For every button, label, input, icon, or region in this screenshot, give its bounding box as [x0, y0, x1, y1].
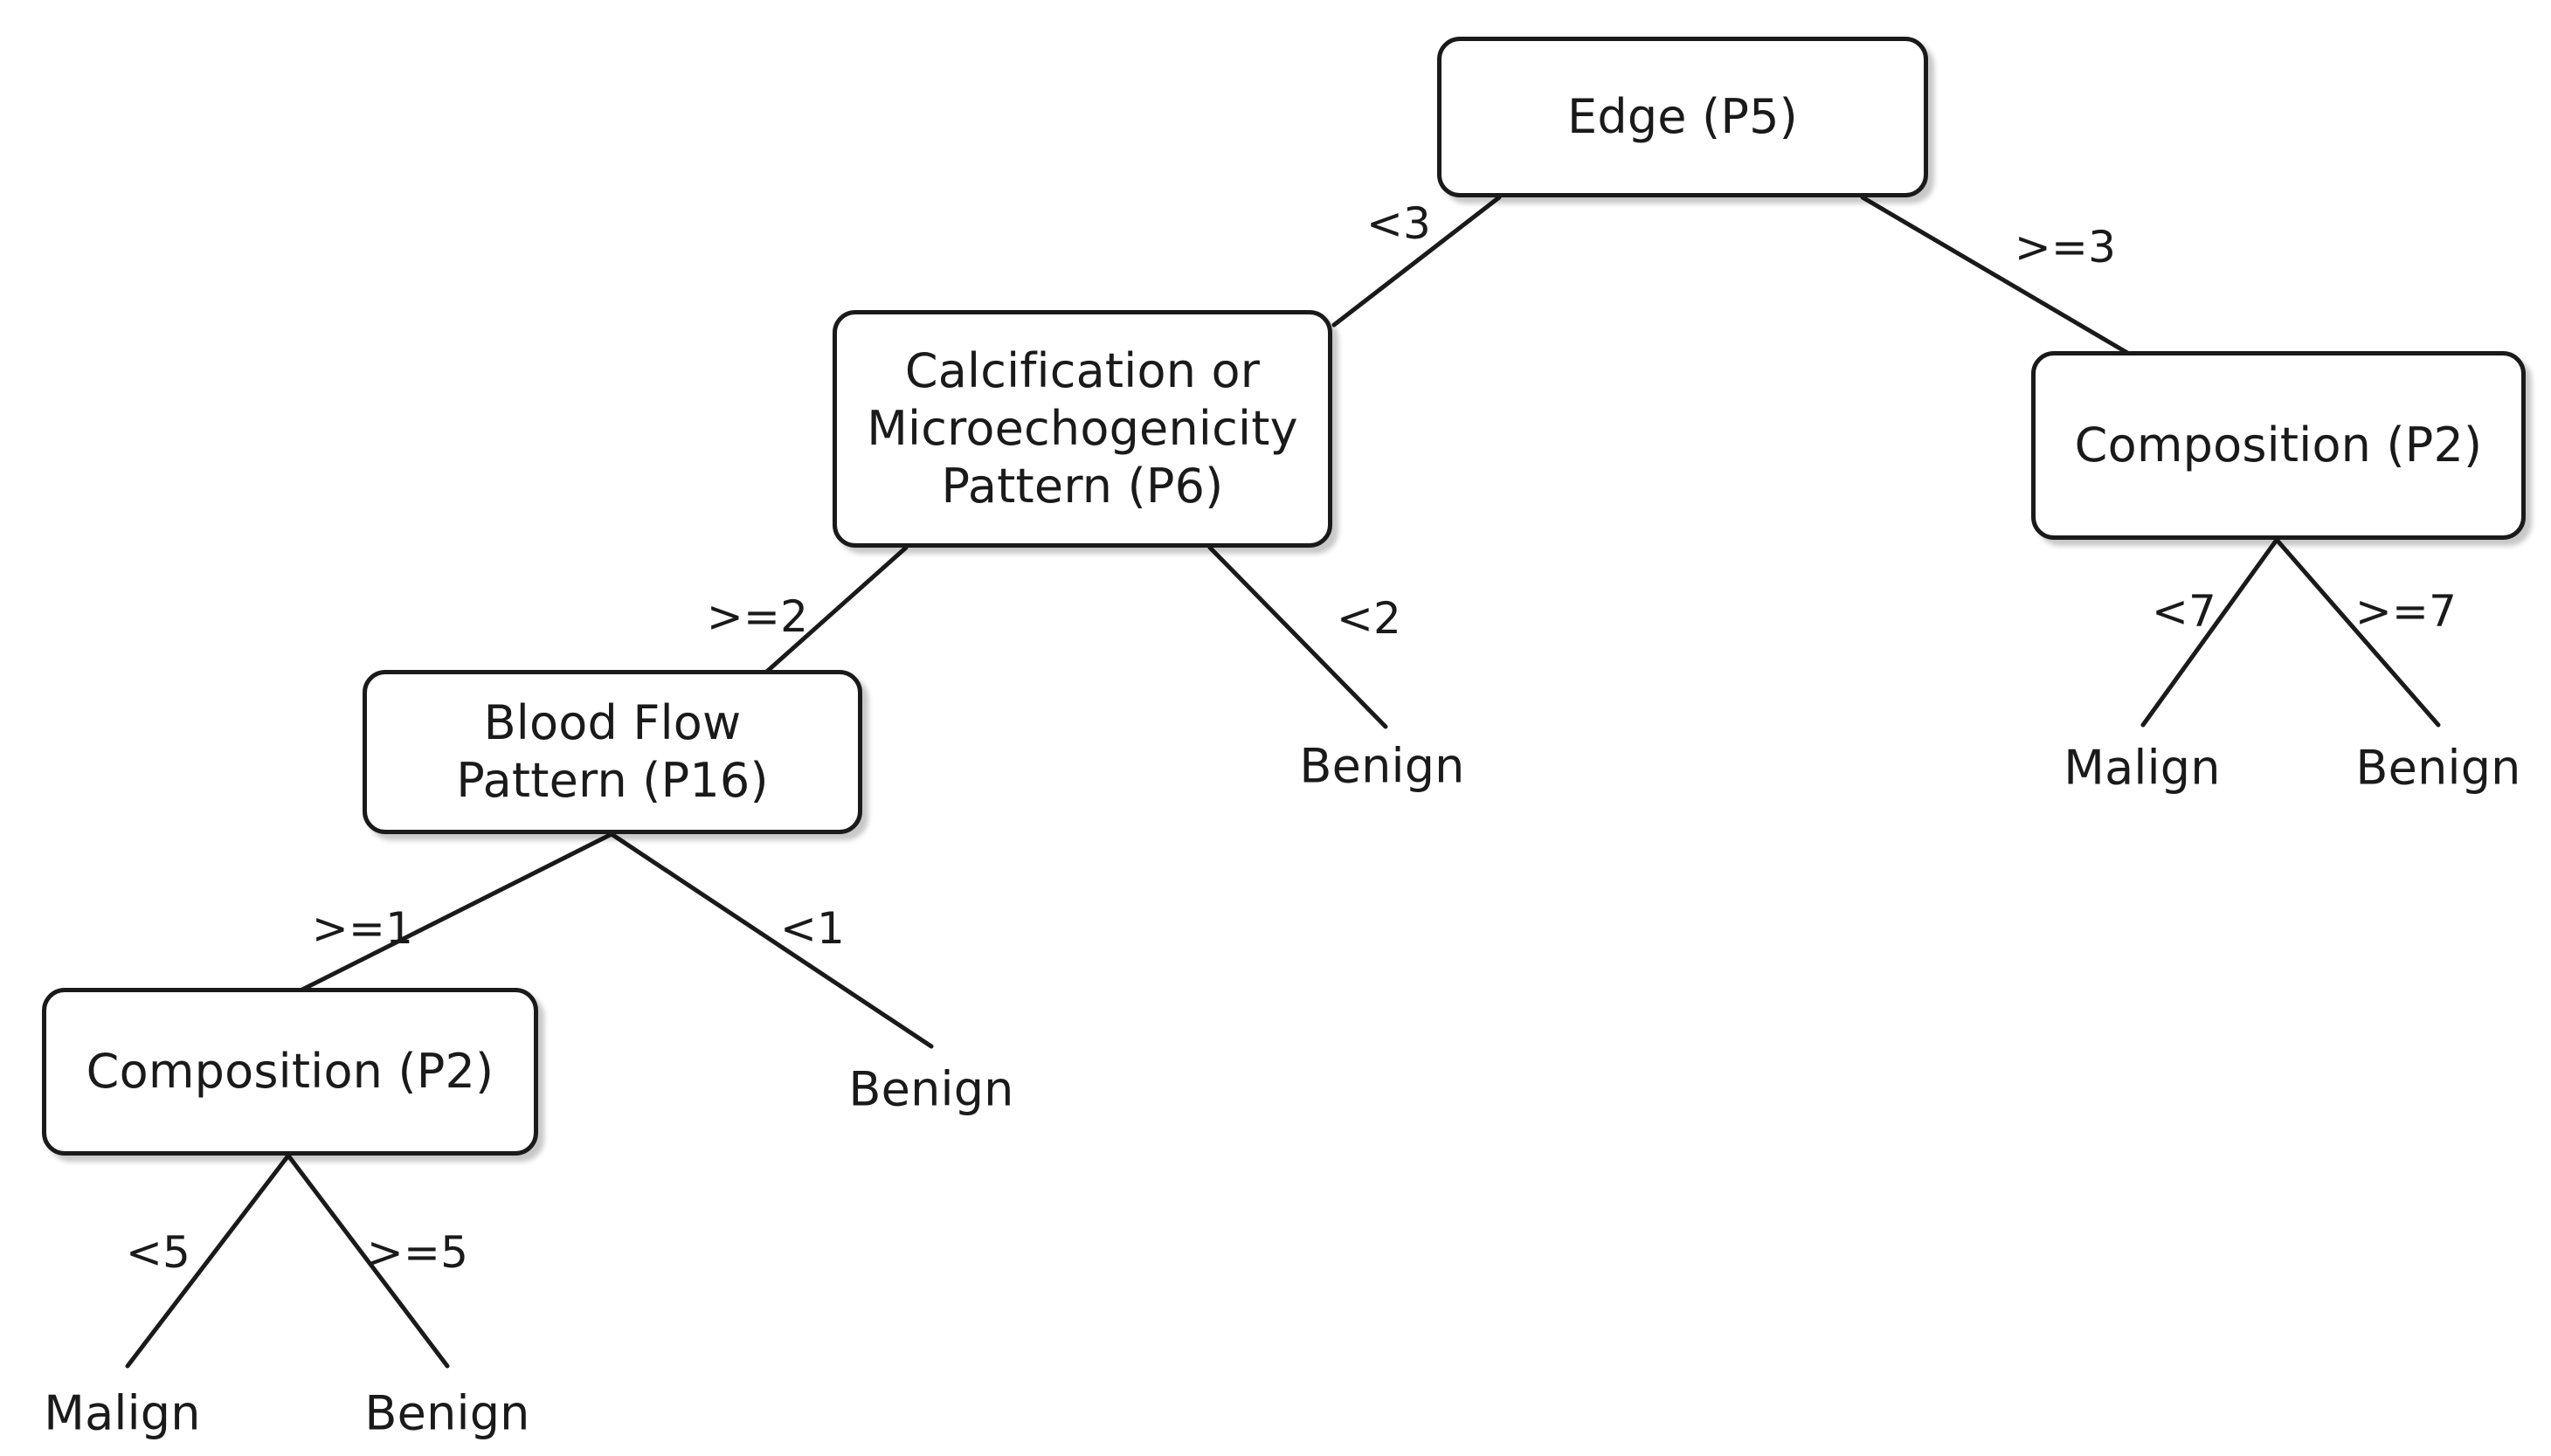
tree-node-composition_left[interactable]: Composition (P2) — [42, 988, 538, 1156]
tree-node-label: Edge (P5) — [1567, 89, 1798, 145]
tree-leaf-leaf_bf_benign: Benign — [848, 1061, 1014, 1117]
tree-edge-label-edge-calc-right: <2 — [1336, 593, 1402, 644]
tree-node-label: Blood Flow Pattern (P16) — [456, 695, 769, 808]
tree-node-label: Composition (P2) — [86, 1044, 494, 1100]
tree-edge-label-edge-bf-left: >=1 — [311, 903, 414, 954]
tree-leaf-leaf_calc_benign: Benign — [1299, 738, 1465, 794]
tree-edge-label-edge-root-right: >=3 — [2014, 222, 2117, 273]
tree-edge-line — [2140, 537, 2279, 728]
tree-edge-label-edge-comp-right: >=5 — [366, 1227, 469, 1278]
tree-edge-label-edge-compright-left: <7 — [2151, 586, 2217, 637]
tree-edge-label-edge-calc-left: >=2 — [706, 591, 809, 642]
tree-node-root[interactable]: Edge (P5) — [1437, 37, 1928, 197]
tree-edge-label-edge-comp-left: <5 — [125, 1227, 191, 1278]
tree-edge-line — [1331, 195, 1502, 328]
tree-leaf-leaf_comp_benign: Benign — [364, 1385, 530, 1441]
tree-edge-line — [291, 832, 614, 997]
tree-leaf-leaf_comp_malign: Malign — [44, 1385, 201, 1441]
tree-node-label: Composition (P2) — [2074, 417, 2483, 473]
tree-node-composition_right[interactable]: Composition (P2) — [2031, 351, 2526, 540]
tree-edge-label-edge-root-left: <3 — [1365, 198, 1432, 249]
tree-edge-line — [1207, 545, 1388, 729]
tree-edge-line — [751, 545, 909, 686]
tree-edge-line — [2274, 537, 2441, 728]
tree-leaf-leaf_right_benign: Benign — [2355, 740, 2521, 796]
tree-node-calcification[interactable]: Calcification or Microechogenicity Patte… — [833, 310, 1332, 548]
tree-node-label: Calcification or Microechogenicity Patte… — [867, 343, 1298, 514]
tree-edge-line — [125, 1153, 291, 1369]
tree-edge-label-edge-compright-right: >=7 — [2354, 586, 2458, 637]
tree-leaf-leaf_right_malign: Malign — [2064, 740, 2221, 796]
tree-edge-line — [1860, 195, 2136, 359]
tree-node-blood_flow[interactable]: Blood Flow Pattern (P16) — [363, 670, 862, 834]
tree-edge-label-edge-bf-right: <1 — [779, 903, 846, 954]
tree-edge-line — [286, 1153, 450, 1369]
tree-edge-line — [609, 832, 934, 1049]
